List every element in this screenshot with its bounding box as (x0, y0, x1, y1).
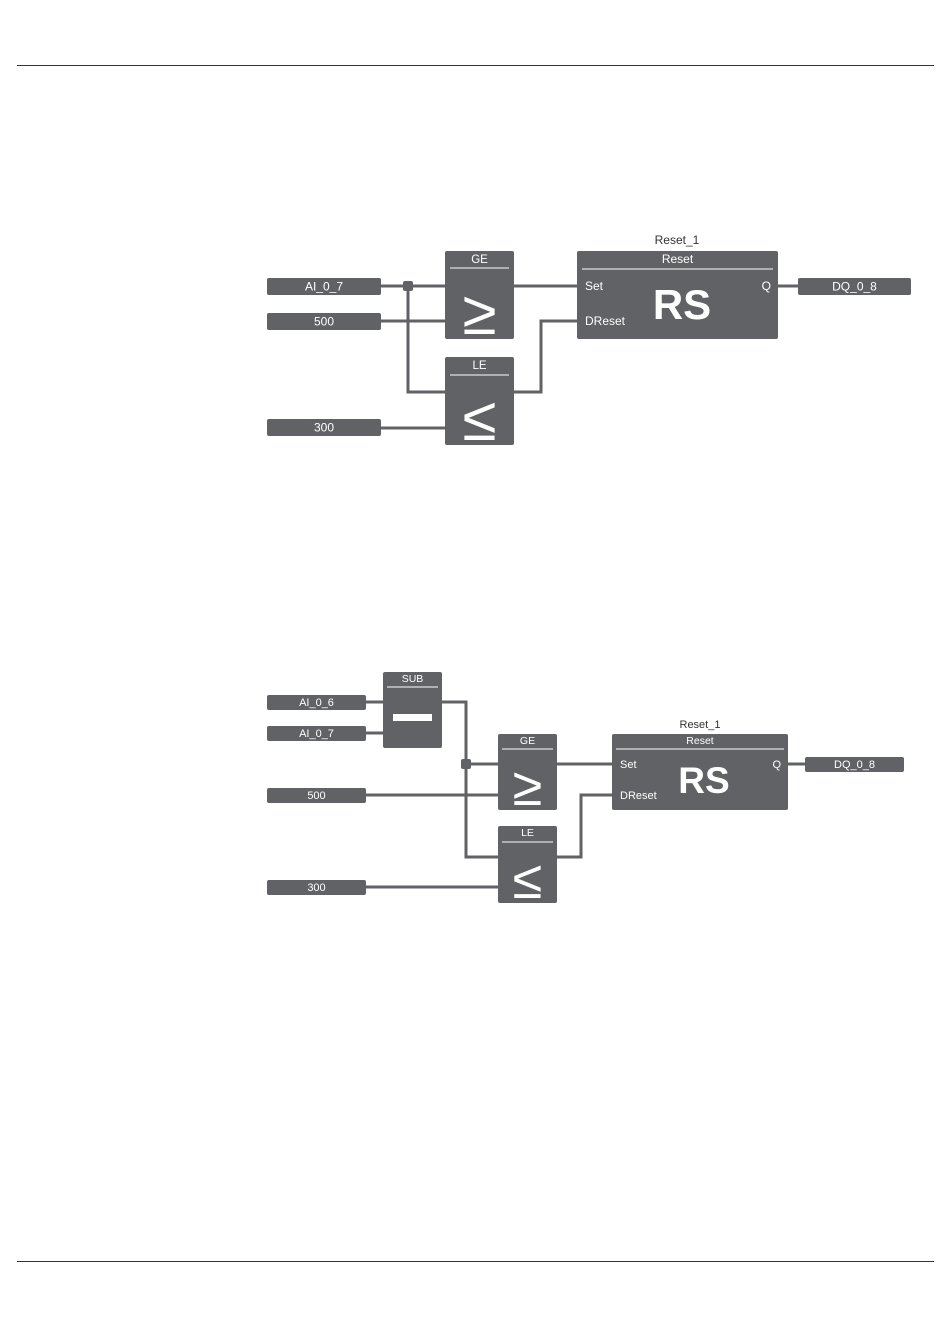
input-tag-500-label: 500 (307, 790, 325, 802)
input-tag-500: 500 (267, 313, 381, 330)
output-tag: DQ_0_8 (798, 278, 911, 295)
input-tag-ai: AI_0_7 (267, 278, 381, 295)
ge-symbol: ≥ (462, 279, 496, 348)
le-block-title: LE (521, 827, 534, 839)
le-symbol: ≤ (462, 385, 496, 454)
diagram-2: AI_0_6 AI_0_7 500 300 SUB GE ≥ (267, 672, 904, 910)
junction-dot (403, 281, 413, 291)
input-tag-ai-a-label: AI_0_6 (299, 697, 334, 709)
input-tag-500-label: 500 (314, 315, 334, 329)
input-tag-ai-a: AI_0_6 (267, 695, 366, 710)
ge-symbol: ≥ (513, 757, 543, 817)
rs-block-title: Reset (662, 252, 694, 266)
le-block: LE ≤ (445, 357, 514, 454)
rs-set-pin: Set (620, 759, 637, 771)
input-tag-ai-b-label: AI_0_7 (299, 728, 334, 740)
wire-le-to-dreset (557, 795, 612, 857)
rs-set-pin: Set (585, 279, 604, 293)
junction-dot (461, 759, 471, 769)
input-tag-300-label: 300 (314, 421, 334, 435)
rs-dreset-pin: DReset (620, 790, 657, 802)
input-tag-300-label: 300 (307, 882, 325, 894)
diagram-1: AI_0_7 500 300 GE ≥ LE ≤ Reset_1 Rese (267, 233, 911, 454)
rs-instance-name: Reset_1 (655, 233, 700, 247)
le-symbol: ≤ (513, 850, 543, 910)
rs-block: Reset Set DReset Q RS (577, 251, 778, 339)
rs-symbol: RS (678, 760, 729, 801)
rs-block-title: Reset (686, 735, 714, 747)
output-tag: DQ_0_8 (805, 757, 904, 772)
input-tag-ai-label: AI_0_7 (305, 280, 343, 294)
rs-symbol: RS (653, 281, 711, 328)
ge-block-title: GE (471, 254, 488, 266)
rs-dreset-pin: DReset (585, 314, 626, 328)
rs-instance-name: Reset_1 (680, 719, 721, 731)
output-tag-label: DQ_0_8 (834, 759, 875, 771)
input-tag-300: 300 (267, 880, 366, 895)
le-block-title: LE (472, 360, 486, 372)
rs-block: Reset Set DReset Q RS (612, 734, 788, 810)
sub-block-title: SUB (402, 673, 424, 685)
rs-q-pin: Q (762, 279, 771, 293)
rs-q-pin: Q (772, 759, 781, 771)
ge-block: GE ≥ (498, 734, 557, 817)
wire-sub-to-compare (442, 702, 498, 857)
output-tag-label: DQ_0_8 (832, 280, 877, 294)
sub-symbol (393, 714, 432, 721)
input-tag-300: 300 (267, 419, 381, 436)
input-tag-500: 500 (267, 788, 366, 803)
ge-block: GE ≥ (445, 251, 514, 348)
input-tag-ai-b: AI_0_7 (267, 726, 366, 741)
ge-block-title: GE (520, 735, 535, 747)
le-block: LE ≤ (498, 826, 557, 910)
wire-branch-to-le (408, 286, 445, 392)
sub-block: SUB (383, 672, 442, 748)
wire-le-to-dreset (514, 321, 577, 392)
